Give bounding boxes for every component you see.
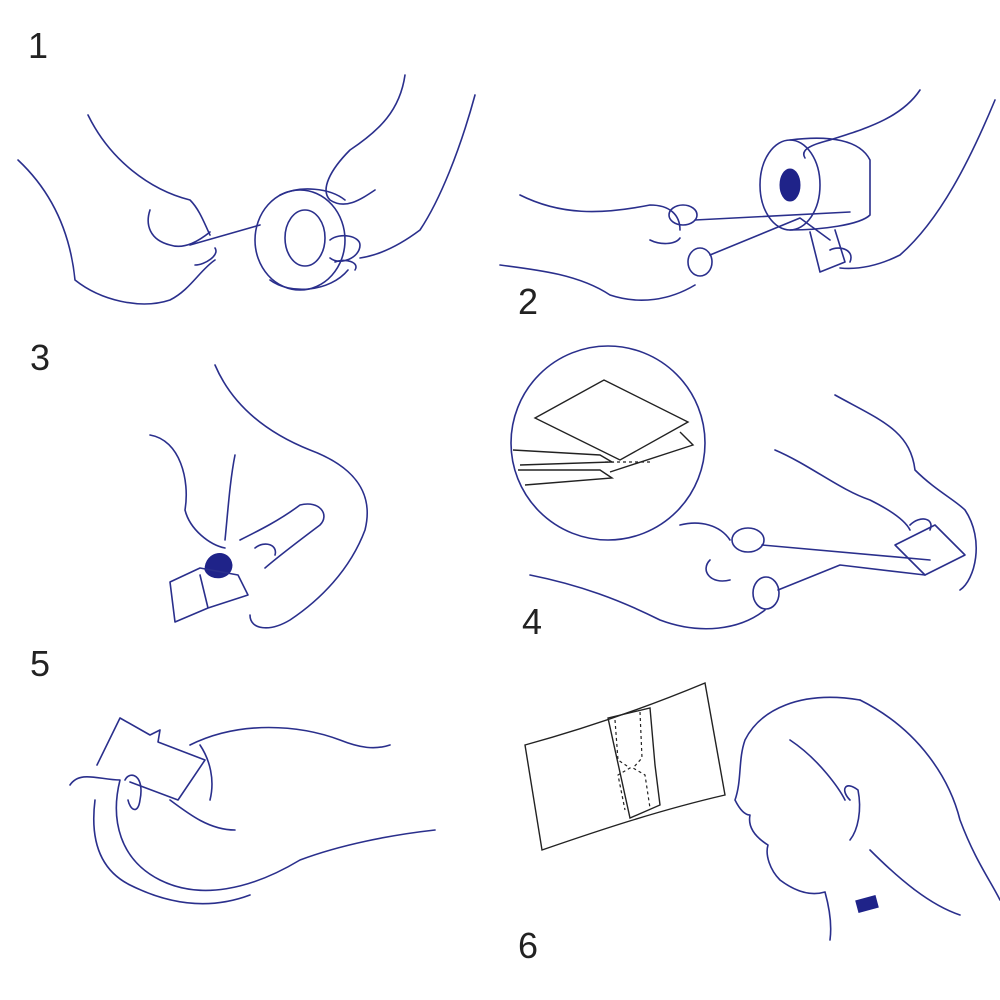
step-number-4: 4 bbox=[522, 601, 543, 642]
tape-roll-outer bbox=[254, 189, 346, 291]
right-hand bbox=[803, 89, 996, 270]
person-hair bbox=[789, 699, 1000, 916]
fingernail bbox=[204, 553, 233, 579]
right-hand bbox=[774, 394, 977, 591]
person-profile bbox=[734, 696, 861, 941]
scissors-blades bbox=[761, 544, 931, 591]
detail-tape-sheet-1 bbox=[533, 379, 690, 461]
step4-illustration bbox=[510, 345, 977, 630]
step3-illustration bbox=[149, 364, 368, 629]
tape-roll-side bbox=[789, 137, 871, 231]
detail-tape-sheet-2 bbox=[609, 431, 695, 473]
tape-strip bbox=[809, 229, 846, 273]
step-number-2: 2 bbox=[518, 281, 539, 322]
step-number-5: 5 bbox=[30, 643, 51, 684]
tape-cut-line bbox=[614, 711, 651, 811]
tape-roll-inner bbox=[284, 209, 326, 267]
scissors-handle-1 bbox=[731, 527, 765, 553]
tape-roll-side bbox=[269, 188, 349, 291]
scissors-handle-2 bbox=[687, 247, 713, 277]
hand bbox=[69, 726, 436, 905]
scissors-blades bbox=[694, 211, 851, 256]
person-ear bbox=[843, 785, 861, 841]
left-hand bbox=[17, 114, 261, 305]
step6-illustration bbox=[524, 682, 1000, 941]
left-hand bbox=[499, 194, 696, 301]
scissors-handle-2 bbox=[752, 576, 780, 610]
left-hand bbox=[529, 522, 766, 630]
applied-tape-on-neck bbox=[855, 895, 879, 913]
step2-illustration bbox=[499, 89, 996, 301]
step-number-6: 6 bbox=[518, 925, 539, 966]
step5-illustration bbox=[69, 717, 436, 905]
detail-scissor-blades bbox=[512, 449, 615, 486]
tape-roll-core bbox=[779, 168, 801, 202]
step-number-1: 1 bbox=[28, 25, 49, 66]
folded-tape bbox=[169, 567, 249, 623]
step1-illustration bbox=[17, 74, 476, 305]
detail-magnifier-circle bbox=[510, 345, 706, 541]
tape-overlay bbox=[607, 707, 661, 819]
scissors-handle-1 bbox=[668, 204, 698, 226]
tape-piece bbox=[894, 524, 966, 576]
right-hand bbox=[325, 74, 476, 271]
tape-sheet bbox=[524, 682, 726, 851]
step-number-3: 3 bbox=[30, 337, 51, 378]
tape-piece bbox=[96, 717, 206, 801]
hand bbox=[149, 364, 368, 629]
